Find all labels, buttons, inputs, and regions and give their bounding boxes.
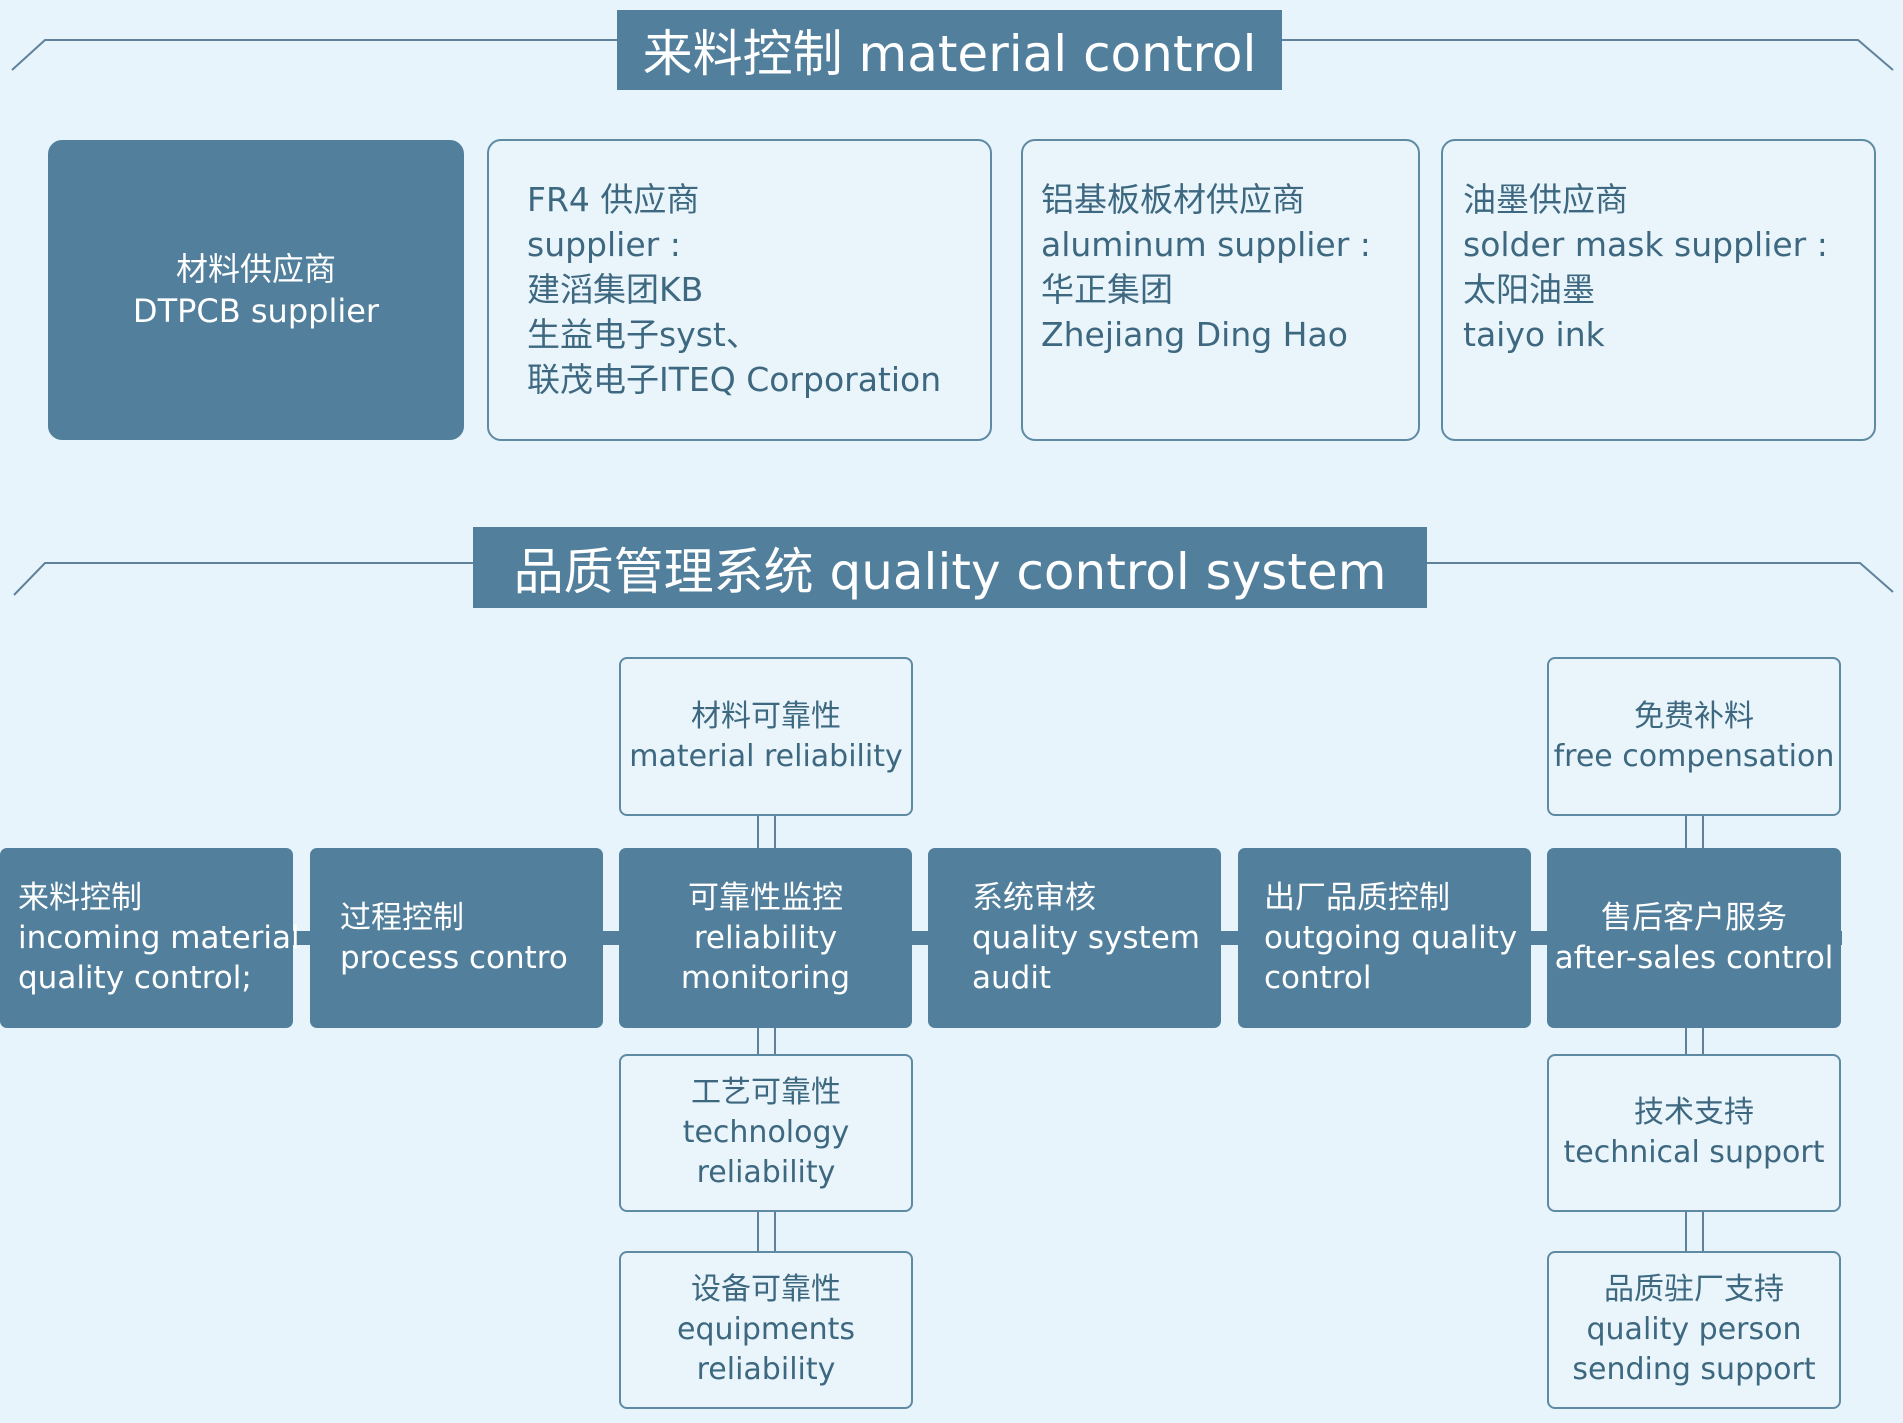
card-line: 油墨供应商	[1463, 180, 1628, 219]
card-line: solder mask supplier :	[1463, 225, 1828, 264]
connector	[757, 1027, 759, 1055]
card-line: aluminum supplier :	[1041, 225, 1371, 264]
section2-header-line	[13, 562, 1894, 596]
connector	[1685, 1027, 1687, 1055]
node-after-sales-service: 售后客户服务 after-sales control	[1547, 848, 1841, 1028]
sub-line: 材料可靠性	[691, 698, 841, 734]
section2-title: 品质管理系统 quality control system	[473, 527, 1427, 608]
connector	[1685, 815, 1687, 849]
connector	[774, 1027, 776, 1055]
node-line: process contro	[340, 940, 568, 976]
section1-title: 来料控制 material control	[617, 10, 1282, 90]
card-line: 生益电子syst、	[527, 315, 759, 354]
sub-technical-support: 技术支持 technical support	[1547, 1054, 1841, 1212]
card-line: DTPCB supplier	[132, 292, 380, 330]
node-line: 过程控制	[340, 900, 464, 936]
sub-line: sending support	[1572, 1352, 1816, 1387]
node-line: reliability	[693, 920, 838, 956]
node-line: audit	[972, 960, 1052, 996]
sub-material-reliability: 材料可靠性 material reliability	[619, 657, 913, 816]
node-line: outgoing quality	[1264, 920, 1518, 956]
node-line: quality control;	[18, 960, 252, 996]
sub-equipments-reliability: 设备可靠性 equipments reliability	[619, 1251, 913, 1409]
connector	[1702, 1211, 1704, 1251]
sub-line: 技术支持	[1634, 1095, 1754, 1130]
sub-line: equipments	[677, 1312, 855, 1347]
card-line: taiyo ink	[1463, 315, 1605, 354]
card-line: 建滔集团KB	[527, 270, 704, 309]
card-fr4-supplier: FR4 供应商 supplier : 建滔集团KB 生益电子syst、 联茂电子…	[487, 139, 992, 441]
card-line: FR4 供应商	[527, 180, 700, 219]
card-line: 华正集团	[1041, 270, 1173, 309]
node-line: 系统审核	[972, 880, 1096, 916]
connector	[1685, 1211, 1687, 1251]
connector	[757, 815, 759, 849]
card-line: 铝基板板材供应商	[1041, 180, 1305, 219]
card-solder-mask-supplier: 油墨供应商 solder mask supplier : 太阳油墨 taiyo …	[1441, 139, 1876, 441]
sub-line: reliability	[696, 1352, 836, 1387]
card-line: 联茂电子ITEQ Corporation	[527, 360, 942, 399]
card-line: 太阳油墨	[1463, 270, 1595, 309]
node-outgoing-quality-control: 出厂品质控制 outgoing quality control	[1238, 848, 1531, 1028]
section1-header-line	[11, 39, 1894, 71]
connector	[774, 815, 776, 849]
connector	[1702, 815, 1704, 849]
node-line: control	[1264, 960, 1372, 996]
sub-technology-reliability: 工艺可靠性 technology reliability	[619, 1054, 913, 1212]
node-line: monitoring	[680, 960, 851, 996]
card-line: Zhejiang Ding Hao	[1041, 315, 1348, 354]
sub-line: reliability	[696, 1155, 836, 1190]
node-line: 出厂品质控制	[1264, 880, 1450, 916]
node-line: 来料控制	[18, 880, 142, 916]
card-dtpcb-supplier: 材料供应商 DTPCB supplier	[48, 140, 464, 440]
sub-line: 免费补料	[1634, 698, 1754, 734]
node-quality-system-audit: 系统审核 quality system audit	[928, 848, 1221, 1028]
connector	[1702, 1027, 1704, 1055]
sub-line: technology	[682, 1115, 850, 1150]
sub-line: technical support	[1563, 1135, 1825, 1170]
connector	[774, 1211, 776, 1251]
sub-line: 品质驻厂支持	[1604, 1272, 1784, 1307]
sub-quality-person-support: 品质驻厂支持 quality person sending support	[1547, 1251, 1841, 1409]
connector	[757, 1211, 759, 1251]
sub-free-compensation: 免费补料 free compensation	[1547, 657, 1841, 816]
node-line: after-sales control	[1554, 940, 1834, 976]
card-line: supplier :	[527, 225, 681, 264]
sub-line: 工艺可靠性	[691, 1075, 841, 1110]
node-line: 售后客户服务	[1601, 900, 1787, 936]
node-incoming-material-control: 来料控制 incoming material quality control;	[0, 848, 300, 1028]
sub-line: 设备可靠性	[691, 1272, 841, 1307]
node-line: quality system	[972, 920, 1200, 956]
node-line: 可靠性监控	[688, 880, 843, 916]
card-aluminum-supplier: 铝基板板材供应商 aluminum supplier : 华正集团 Zhejia…	[1021, 139, 1420, 441]
node-line: incoming material	[18, 920, 300, 956]
node-reliability-monitoring: 可靠性监控 reliability monitoring	[619, 848, 912, 1028]
node-process-control: 过程控制 process contro	[310, 848, 603, 1028]
sub-line: material reliability	[629, 738, 903, 774]
card-line: 材料供应商	[175, 250, 336, 288]
sub-line: quality person	[1586, 1312, 1802, 1347]
sub-line: free compensation	[1553, 738, 1835, 774]
